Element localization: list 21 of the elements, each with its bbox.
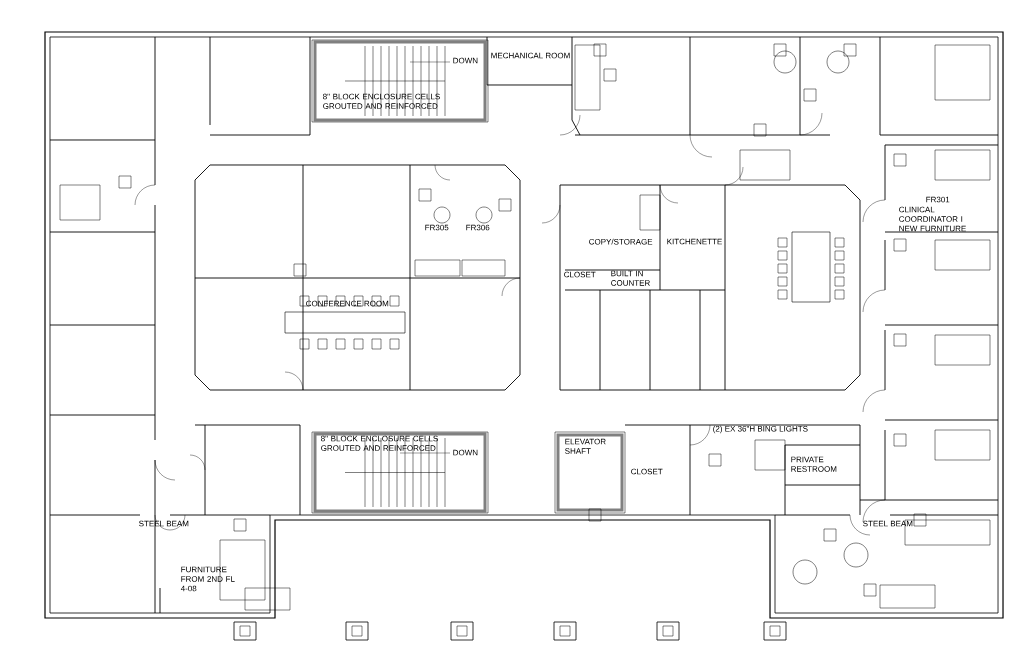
room-label: CONFERENCE ROOM [306,300,389,307]
note: 8" BLOCK ENCLOSURE CELLS GROUTED AND REINFORCED [321,435,438,451]
room-label: COPY/STORAGE [589,238,653,245]
room-label: FR305 [425,224,449,231]
room-label: CLOSET [564,271,596,278]
note: STEEL BEAM [139,520,189,527]
note: BUILT IN COUNTER [611,270,650,286]
note: FURNITURE FROM 2ND FL 4-08 [180,566,235,592]
stair-label: DOWN [453,57,478,64]
note: STEEL BEAM [863,520,913,527]
room-label: FR301 [926,196,950,203]
stair-label: DOWN [453,449,478,456]
room-label: FR306 [466,224,490,231]
room-label: PRIVATE RESTROOM [791,456,837,472]
note: (2) EX 36"H BING LIGHTS [713,425,808,434]
room-label: ELEVATOR SHAFT [565,438,606,454]
room-label: KITCHENETTE [667,238,722,245]
room-label: MECHANICAL ROOM [491,52,570,59]
note: 8" BLOCK ENCLOSURE CELLS GROUTED AND REINFORCED [323,93,440,109]
room-label: CLOSET [631,468,663,475]
room-label: CLINICAL COORDINATOR I NEW FURNITURE [899,206,966,232]
